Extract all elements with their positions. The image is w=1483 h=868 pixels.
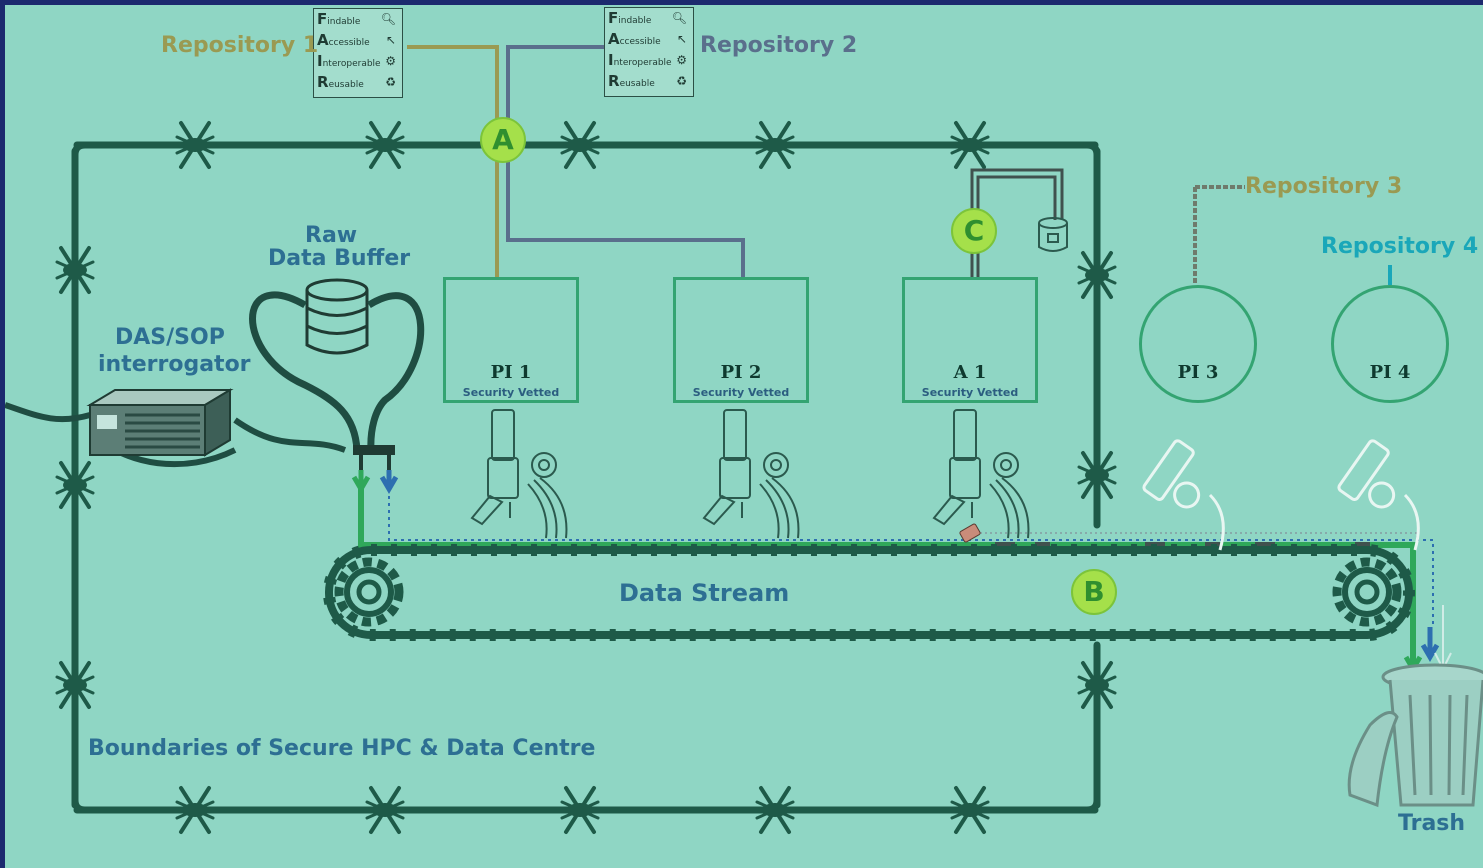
circle-pi4: PI 4 (1331, 285, 1449, 403)
interrogator-label: interrogator (98, 352, 251, 377)
secure-database-icon (1039, 218, 1067, 251)
badge-a: A (480, 117, 526, 163)
recycle-icon: ♻ (676, 71, 687, 92)
repo1-line (407, 47, 497, 280)
gear-icon-left (339, 562, 399, 622)
fence-wire (75, 145, 1097, 810)
conveyor-belt (329, 550, 1409, 635)
trash-label: Trash (1398, 811, 1465, 836)
blue-stream-line (389, 489, 1433, 625)
trash-can-icon (1349, 665, 1483, 805)
card-status: Security Vetted (676, 386, 806, 399)
badge-c: C (951, 208, 997, 254)
cable (253, 295, 358, 450)
microscope-icon-pi4 (1337, 439, 1414, 518)
recycle-icon: ♻ (385, 72, 396, 93)
repository-1-label: Repository 1 (161, 33, 318, 58)
fair-accessible: Accessible↖ (605, 29, 693, 50)
badge-b: B (1071, 569, 1117, 615)
gears-icon: ⚙ (385, 51, 396, 72)
boundary-label: Boundaries of Secure HPC & Data Centre (88, 736, 595, 761)
fair-findable: Findable🔍︎ (605, 8, 693, 29)
card-name: PI 1 (446, 362, 576, 383)
fair-box-repo2: Findable🔍︎ Accessible↖ Interoperable⚙ Re… (604, 7, 694, 97)
search-icon: 🔍︎ (672, 8, 687, 29)
card-name: PI 2 (676, 362, 806, 383)
fair-box-repo1: Findable🔍︎ Accessible↖ Interoperable⚙ Re… (313, 8, 403, 98)
repository-2-label: Repository 2 (700, 33, 857, 58)
card-name: A 1 (905, 362, 1035, 383)
circle-pi3: PI 3 (1139, 285, 1257, 403)
gears-icon: ⚙ (676, 50, 687, 71)
data-stream-label: Data Stream (619, 579, 789, 607)
fair-reusable: Reusable♻ (605, 71, 693, 92)
circle-name: PI 3 (1142, 362, 1254, 383)
fair-interoperable: Interoperable⚙ (314, 51, 402, 72)
das-sop-label: DAS/SOP (115, 325, 225, 350)
interrogator-device (90, 390, 230, 455)
raw-label: Raw (305, 223, 357, 248)
card-pi2: PI 2 Security Vetted (673, 277, 809, 403)
database-icon (307, 280, 367, 353)
cursor-icon: ↖ (386, 30, 396, 51)
microscope-icon-pi3 (1142, 439, 1219, 518)
repository-4-label: Repository 4 (1321, 234, 1478, 259)
circle-name: PI 4 (1334, 362, 1446, 383)
fair-accessible: Accessible↖ (314, 30, 402, 51)
microscope-icon-pi1 (472, 410, 566, 538)
repo3-line (1195, 187, 1245, 283)
fair-interoperable: Interoperable⚙ (605, 50, 693, 71)
microscope-icon-pi2 (704, 410, 798, 538)
cursor-icon: ↖ (677, 29, 687, 50)
data-buffer-label: Data Buffer (268, 246, 410, 271)
card-status: Security Vetted (905, 386, 1035, 399)
fair-findable: Findable🔍︎ (314, 9, 402, 30)
search-icon: 🔍︎ (381, 9, 396, 30)
repository-3-label: Repository 3 (1245, 174, 1402, 199)
fair-reusable: Reusable♻ (314, 72, 402, 93)
green-arrow-icon (354, 470, 368, 489)
blue-arrow-icon (382, 470, 396, 489)
card-a1: A 1 Security Vetted (902, 277, 1038, 403)
diagram-canvas: Findable🔍︎ Accessible↖ Interoperable⚙ Re… (5, 5, 1483, 868)
microscope-icon-a1 (934, 410, 1028, 538)
card-status: Security Vetted (446, 386, 576, 399)
card-pi1: PI 1 Security Vetted (443, 277, 579, 403)
gear-icon-right (1337, 562, 1397, 622)
